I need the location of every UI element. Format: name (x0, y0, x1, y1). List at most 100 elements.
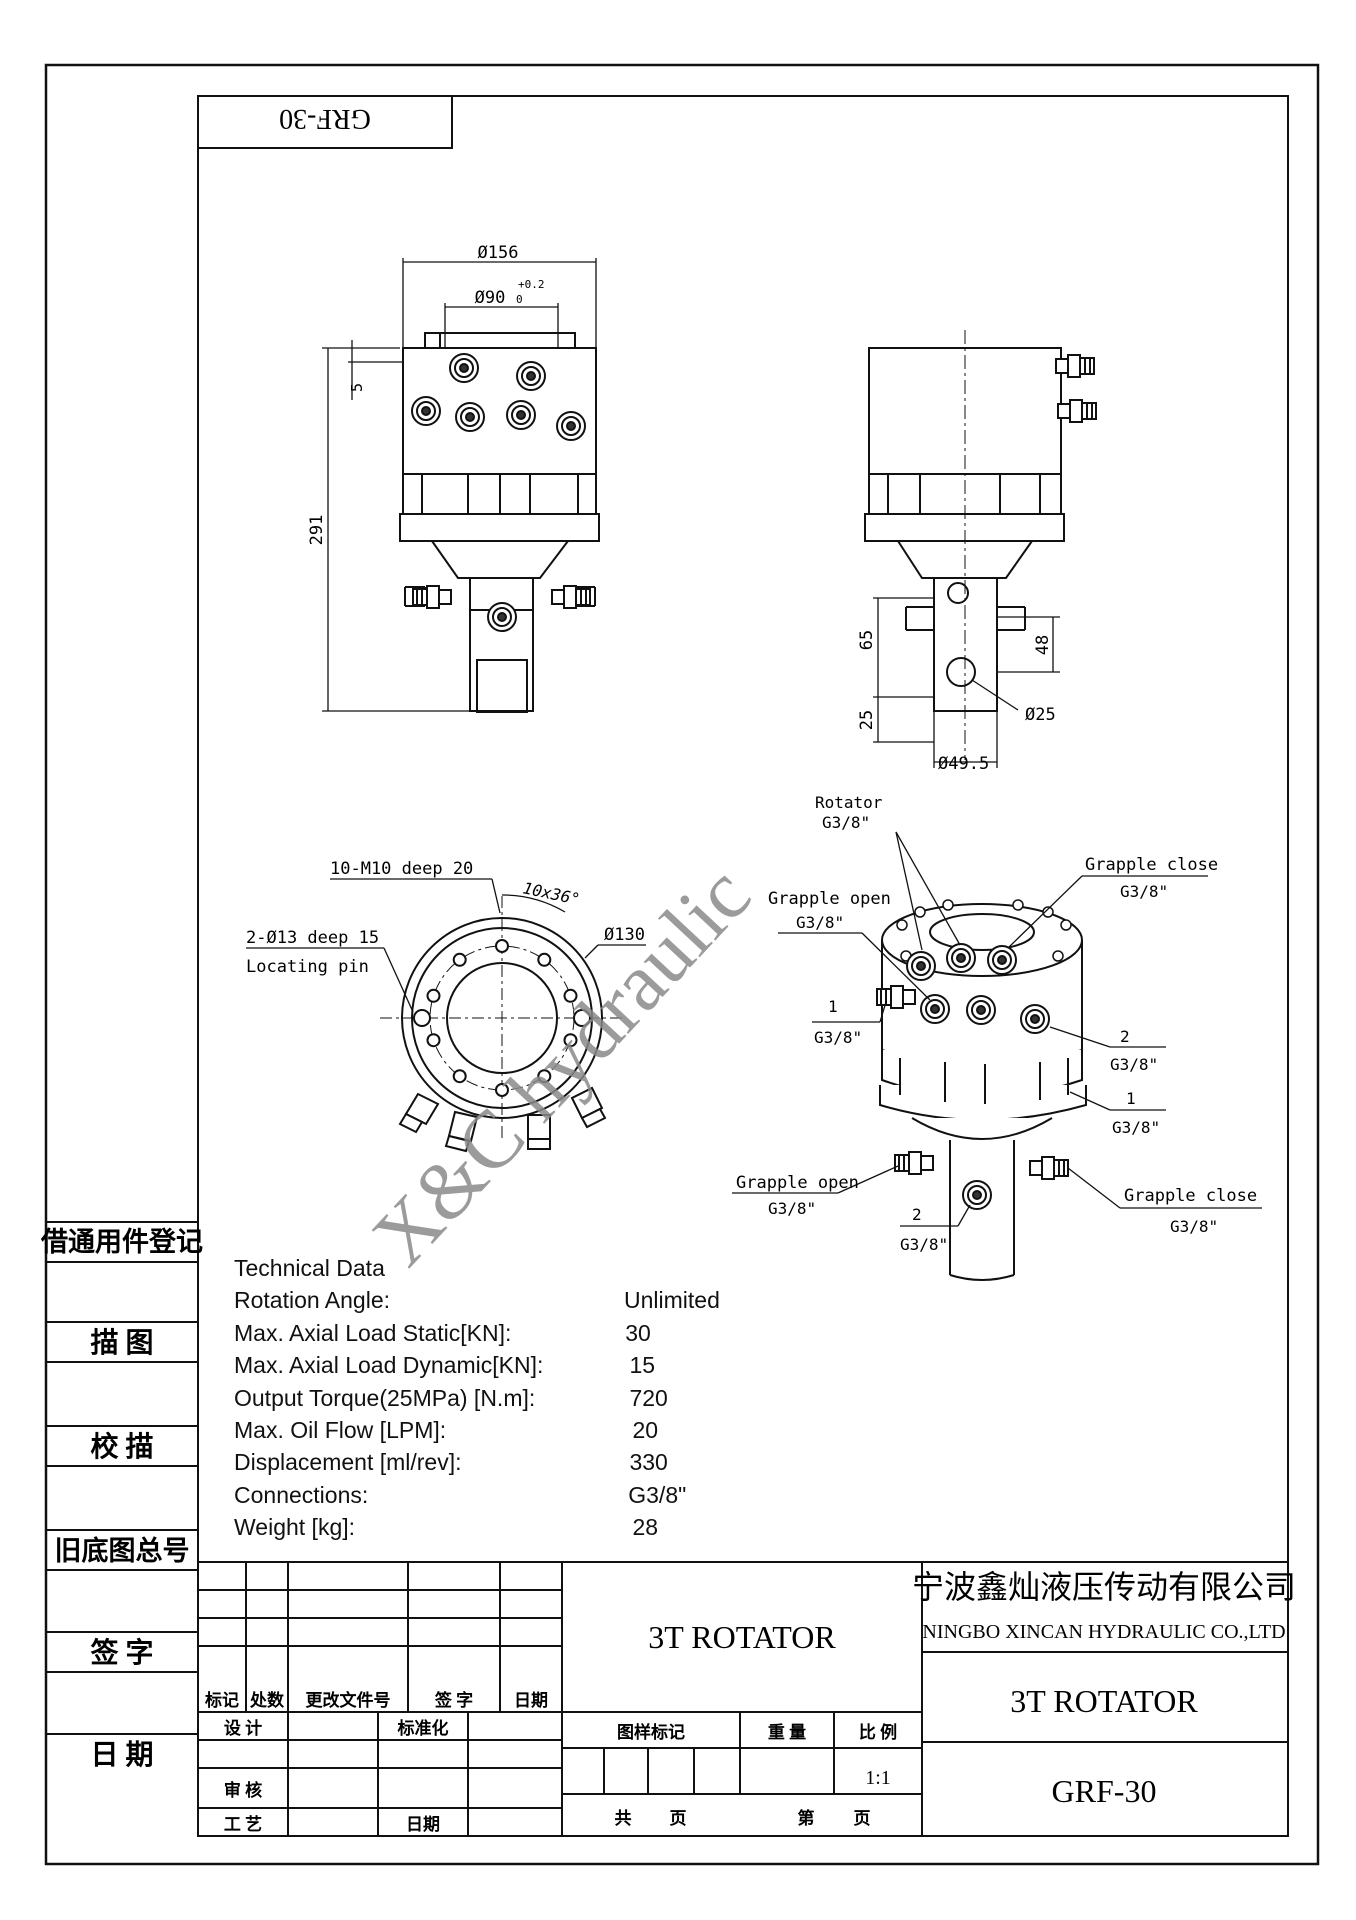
dim-5: 5 (348, 383, 366, 392)
label-port1-right-thread: G3/8" (1112, 1118, 1160, 1137)
tb-sheet-no: 第 (798, 1808, 815, 1828)
inner-frame (197, 95, 1289, 1837)
front-port-2 (516, 361, 546, 391)
tb-date: 日期 (514, 1691, 548, 1710)
dim-d90-tol-upper: +0.2 (518, 278, 545, 291)
tech-value: Unlimited (624, 1287, 720, 1314)
tech-value: 15 (629, 1352, 656, 1379)
side-sign: 签 字 (90, 1636, 153, 1669)
front-port-6 (556, 411, 586, 441)
tech-label: Weight [kg]: (234, 1514, 356, 1541)
dim-d90: Ø90 (475, 288, 506, 308)
tech-value: 30 (625, 1319, 651, 1346)
side-trace: 描 图 (90, 1327, 153, 1359)
tech-label: Output Torque(25MPa) [N.m]: (234, 1384, 536, 1411)
iso-stem-fitting-left (894, 1151, 934, 1175)
iso-port-center (966, 995, 996, 1025)
tech-row: Displacement [ml/rev]:330 (234, 1446, 794, 1478)
front-port-3 (411, 396, 441, 426)
flange-angle: 10x36° (521, 878, 581, 909)
label-port2-right: 2 (1120, 1027, 1130, 1046)
iso-stem-fitting-right (1029, 1156, 1069, 1180)
front-view (399, 332, 600, 713)
tb-page2: 页 (854, 1809, 871, 1828)
tech-row: Weight [kg]: 28 (234, 1511, 794, 1543)
tech-label: Max. Oil Flow [LPM]: (234, 1417, 447, 1444)
label-grapple-close-top-thread: G3/8" (1120, 882, 1168, 901)
outer-border (44, 63, 1320, 1866)
tb-weight: 重 量 (768, 1722, 806, 1742)
tb-sample-mark: 图样标记 (617, 1722, 685, 1742)
tech-row: Max. Axial Load Static[KN]: 30 (234, 1317, 794, 1349)
tb-product-title: 3T ROTATOR (648, 1619, 836, 1655)
side-port-bottom (1057, 399, 1097, 423)
tb-count: 处数 (249, 1690, 285, 1710)
dim-48: 48 (1033, 635, 1053, 655)
dim-d90-tol-lower: 0 (516, 293, 523, 306)
label-grapple-close-bottom: Grapple close (1124, 1186, 1257, 1206)
label-rotator-thread: G3/8" (822, 813, 870, 832)
tb-total: 共 (615, 1809, 632, 1828)
label-rotator: Rotator (815, 793, 883, 812)
tech-value: G3/8" (628, 1481, 687, 1508)
side-register: 借通用件登记 (40, 1227, 203, 1257)
side-view (864, 330, 1065, 760)
tb-mark: 标记 (205, 1690, 239, 1710)
label-grapple-open-top-thread: G3/8" (796, 913, 844, 932)
tb-drawing-number: GRF-30 (1052, 1773, 1157, 1809)
label-port2-bottom: 2 (912, 1205, 922, 1224)
flange-bolt-callout: 10-M10 deep 20 (330, 859, 473, 879)
iso-port-1 (876, 985, 916, 1009)
label-grapple-open-top: Grapple open (768, 889, 891, 909)
side-old-number: 旧底图总号 (55, 1535, 190, 1566)
front-side-fitting-right (551, 585, 591, 609)
tech-value: 20 (632, 1417, 659, 1444)
tech-label: Max. Axial Load Static[KN]: (234, 1319, 512, 1346)
front-stem-port (487, 602, 517, 632)
locating-pin-hole (413, 1009, 431, 1027)
side-check: 校 描 (90, 1430, 153, 1463)
label-port2-right-thread: G3/8" (1110, 1055, 1158, 1074)
front-side-fitting-left (412, 585, 452, 609)
front-port-4 (455, 402, 485, 432)
tech-row: Output Torque(25MPa) [N.m]: 720 (234, 1382, 794, 1414)
label-grapple-close-bottom-thread: G3/8" (1170, 1217, 1218, 1236)
tech-row: Max. Axial Load Dynamic[KN]:15 (234, 1349, 794, 1381)
drawing-number-box (197, 95, 453, 149)
tb-process: 工 艺 (224, 1814, 262, 1834)
dim-25: 25 (857, 710, 877, 730)
tech-label: Rotation Angle: (234, 1287, 391, 1314)
side-port-top (1055, 354, 1095, 378)
tb-signature: 签 字 (434, 1690, 473, 1710)
label-grapple-close-top: Grapple close (1085, 855, 1218, 875)
tb-review: 审 核 (224, 1780, 262, 1800)
label-port1-top: 1 (828, 997, 838, 1016)
tb-date2: 日期 (406, 1815, 440, 1834)
iso-port-grapple-open (920, 994, 950, 1024)
tech-label: Connections: (234, 1481, 369, 1508)
tech-value: 720 (629, 1384, 668, 1411)
bolt-hole (495, 1083, 509, 1097)
bolt-hole (426, 988, 441, 1003)
tech-value: 28 (632, 1514, 659, 1541)
tb-page: 页 (670, 1809, 687, 1828)
dim-291: 291 (307, 515, 327, 546)
front-port-1 (449, 353, 479, 383)
label-grapple-open-bottom: Grapple open (736, 1173, 859, 1193)
pin-holes-callout: 2-Ø13 deep 15 (246, 928, 379, 948)
dim-65: 65 (857, 630, 877, 650)
locating-pin-hole (573, 1009, 591, 1027)
dim-d25: Ø25 (1025, 705, 1056, 725)
technical-data-table: Technical Data Rotation Angle:Unlimited … (234, 1252, 794, 1544)
pin-label: Locating pin (246, 957, 369, 977)
flange-fittings (398, 1086, 607, 1153)
iso-port-2 (1020, 1004, 1050, 1034)
bolt-hole (452, 952, 467, 967)
tech-row: Max. Oil Flow [LPM]: 20 (234, 1414, 794, 1446)
technical-data-title: Technical Data (234, 1255, 385, 1281)
bolt-hole (537, 1069, 552, 1084)
iso-stem-port (962, 1180, 992, 1210)
bolt-hole (537, 952, 552, 967)
iso-port-rotator-b (946, 943, 976, 973)
